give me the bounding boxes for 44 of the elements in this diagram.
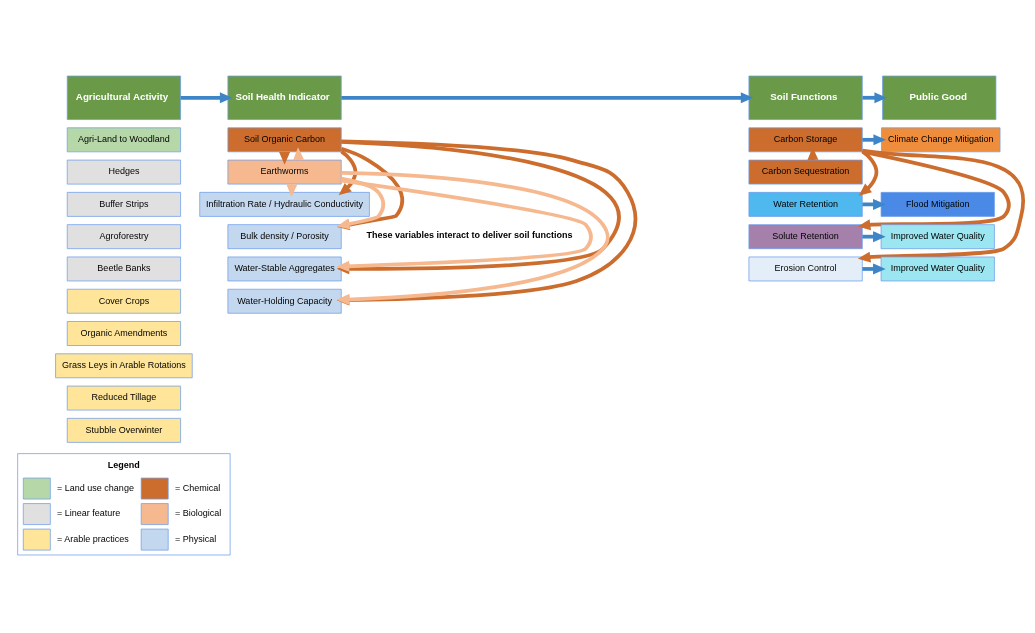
arrow: [857, 148, 1025, 263]
arrow: [336, 146, 404, 230]
node-box: Bulk density / Porosity: [227, 223, 342, 249]
node-box: Beetle Banks: [66, 256, 181, 281]
node-box: Soil Health Indicator: [227, 75, 342, 120]
legend-label: = Chemical: [174, 482, 221, 493]
node-box: Reduced Tillage: [66, 385, 181, 410]
legend-label: = Linear feature: [57, 507, 121, 518]
arrow: [180, 91, 233, 103]
arrow: [338, 149, 358, 195]
node-box: Public Good: [882, 75, 997, 120]
node-box: Soil Functions: [748, 75, 863, 120]
label: These variables interact to deliver soil functions: [366, 229, 573, 240]
label: Legend: [107, 459, 140, 470]
node-box: Agroforestry: [66, 223, 181, 249]
arrow: [857, 149, 1011, 230]
node-box: Buffer Strips: [66, 191, 181, 217]
node-box: Carbon Storage: [748, 126, 863, 152]
node-box: Erosion Control: [748, 256, 863, 281]
legend-label: = Arable practices: [57, 533, 129, 544]
node-box: Organic Amendments: [66, 320, 181, 346]
legend-label: = Biological: [174, 507, 222, 518]
node-box: Infiltration Rate / Hydraulic Conductivity: [199, 191, 370, 217]
legend-label: = Land use change: [57, 482, 134, 493]
node-box: Agri-Land to Woodland: [66, 126, 181, 152]
node-box: Grass Leys in Arable Rotations: [55, 352, 193, 378]
arrow: [862, 262, 886, 274]
node-box: Solute Retention: [748, 223, 863, 249]
node-box: Stubble Overwinter: [66, 417, 181, 443]
node-box: Climate Change Mitigation: [881, 126, 1001, 152]
arrow: [336, 176, 386, 229]
arrow: [862, 133, 886, 145]
node-box: Water-Holding Capacity: [227, 288, 342, 314]
node-box: Water Retention: [748, 191, 863, 217]
arrow: [341, 91, 754, 103]
node-box: Cover Crops: [66, 288, 181, 314]
arrow: [862, 230, 886, 242]
node-box: Improved Water Quality: [880, 223, 995, 249]
node-box: Hedges: [66, 159, 181, 184]
node-box: Flood Mitigation: [880, 191, 995, 217]
legend-label: = Physical: [174, 533, 217, 544]
node-box: Improved Water Quality: [880, 256, 995, 281]
node-box: Water-Stable Aggregates: [227, 256, 342, 281]
node-box: Agricultural Activity: [66, 75, 181, 120]
